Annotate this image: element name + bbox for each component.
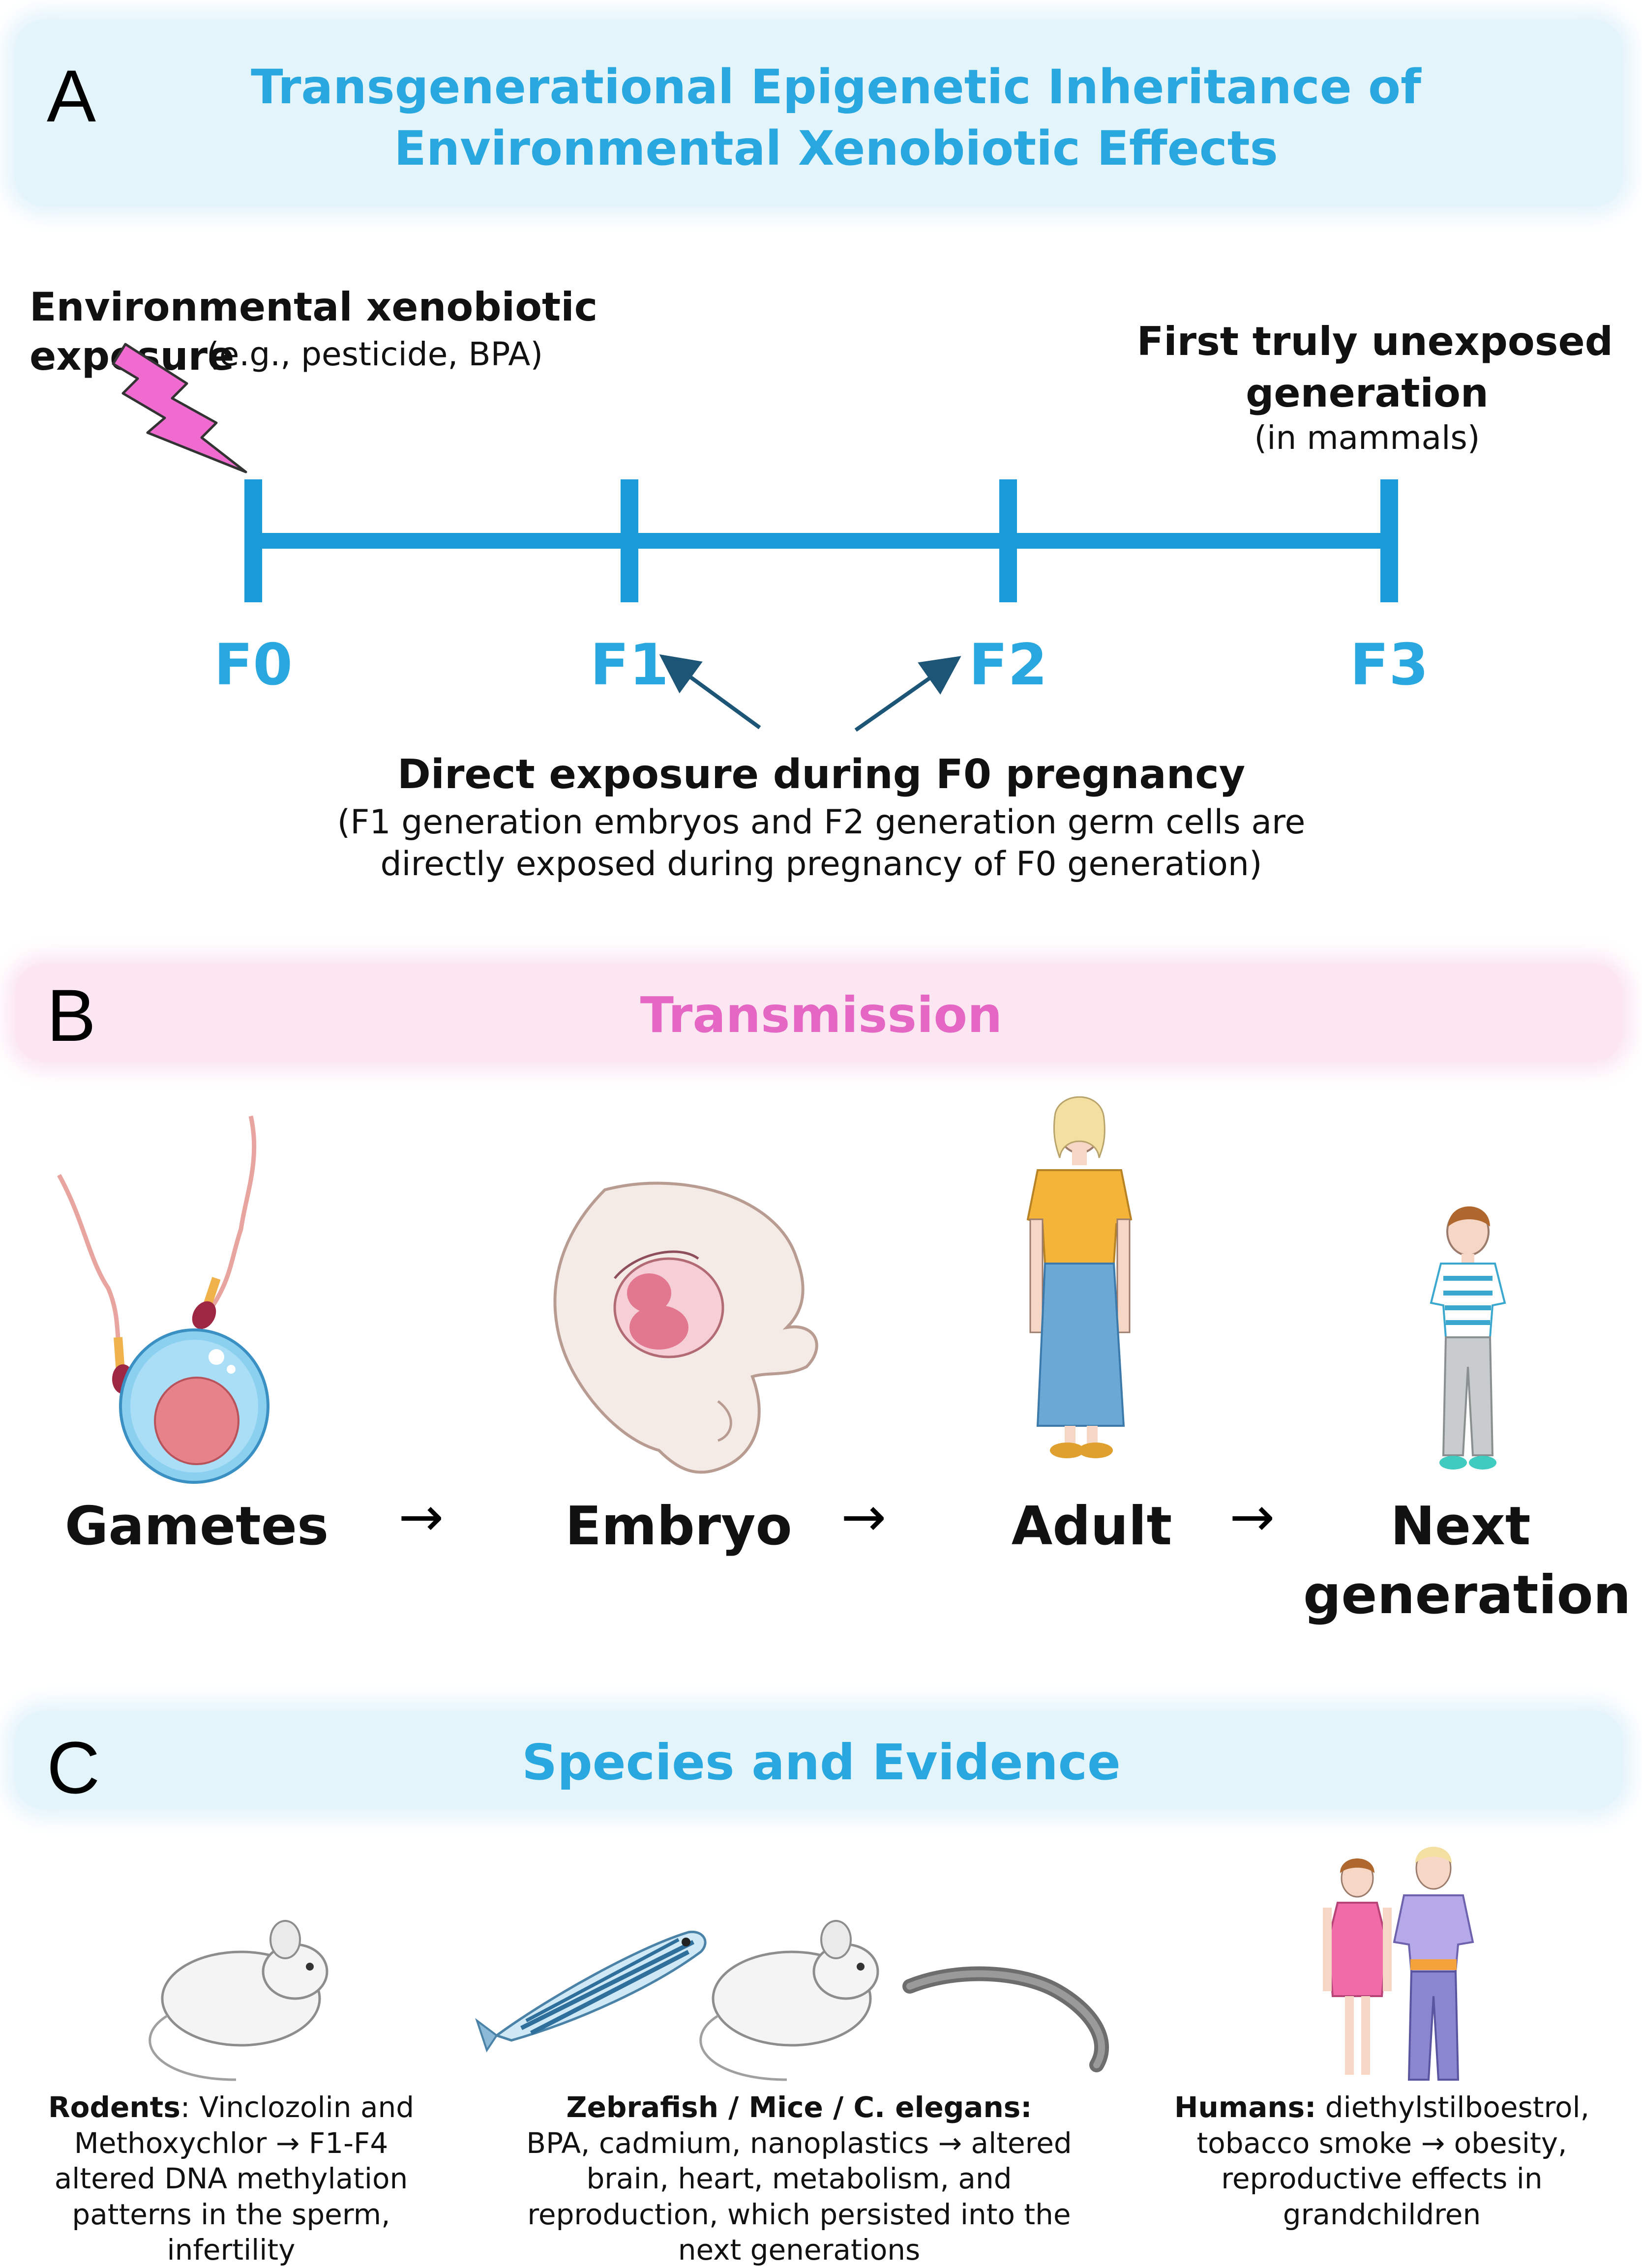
- direct-exposure-line1: (F1 generation embryos and F2 generation…: [337, 803, 1306, 842]
- panel-a-header-band: [15, 20, 1623, 206]
- gen-label-f1: F1: [590, 632, 669, 698]
- rodents-heading: Rodents: [48, 2091, 180, 2124]
- panel-b-letter: B: [47, 974, 96, 1057]
- panel-c-title: Species and Evidence: [522, 1734, 1121, 1791]
- exposure-examples: (e.g., pesticide, BPA): [207, 335, 543, 373]
- panel-b-header-band: [15, 964, 1623, 1062]
- gen-label-f3: F3: [1350, 632, 1429, 698]
- panel-b-title: Transmission: [640, 986, 1003, 1044]
- direct-exposure-line2: directly exposed during pregnancy of F0 …: [380, 845, 1262, 884]
- gen-label-f2: F2: [969, 632, 1047, 698]
- humans-line: tobacco smoke → obesity,: [1196, 2126, 1567, 2160]
- pointer-arrow-to-f2: [854, 656, 961, 732]
- humans-line: diethylstilboestrol,: [1316, 2091, 1590, 2124]
- rodents-line: Methoxychlor → F1-F4: [74, 2126, 388, 2160]
- zebrafish-line: brain, heart, metabolism, and: [586, 2162, 1012, 2195]
- stage-label-adult: Adult: [1011, 1496, 1172, 1557]
- man-icon: [1393, 1847, 1474, 2081]
- stage-arrow-1: →: [398, 1485, 444, 1548]
- adult-woman-icon: [1026, 1096, 1133, 1458]
- zebrafish-line: BPA, cadmium, nanoplastics → altered: [526, 2126, 1072, 2160]
- lightning-icon: [112, 343, 247, 473]
- rodents-line: altered DNA methylation: [54, 2162, 408, 2195]
- worm-icon: [902, 1966, 1109, 2072]
- zebrafish-mice-elegans-heading: Zebrafish / Mice / C. elegans:: [566, 2091, 1032, 2124]
- rodents-evidence: Rodents: Vinclozolin and Methoxychlor → …: [39, 2090, 423, 2268]
- zebrafish-mice-elegans-evidence: Zebrafish / Mice / C. elegans: BPA, cadm…: [516, 2090, 1082, 2268]
- panel-c-header-band: [15, 1711, 1623, 1809]
- stage-arrow-2: →: [841, 1485, 887, 1548]
- humans-heading: Humans:: [1174, 2091, 1316, 2124]
- stage-label-gametes: Gametes: [64, 1496, 329, 1557]
- panel-a-letter: A: [47, 55, 96, 137]
- rodents-line: : Vinclozolin and: [180, 2091, 415, 2124]
- unexposed-heading-line2: generation: [1246, 370, 1489, 416]
- humans-line: reproductive effects in: [1221, 2162, 1543, 2195]
- embryo-icon: [553, 1181, 818, 1474]
- zebrafish-line: reproduction, which persisted into the: [527, 2197, 1071, 2231]
- zebrafish-line: next generations: [678, 2233, 921, 2267]
- stage-label-next-generation-line1: Next: [1390, 1496, 1531, 1557]
- mouse-icon: [699, 1920, 879, 2081]
- timeline-graphic: [112, 343, 1398, 732]
- child-icon: [1430, 1206, 1506, 1470]
- mouse-icon: [149, 1920, 328, 2081]
- gametes-icon: [57, 1116, 269, 1484]
- zebrafish-icon: [475, 1930, 707, 2053]
- pointer-arrow-to-f1: [659, 654, 761, 730]
- unexposed-heading-line1: First truly unexposed: [1136, 319, 1613, 364]
- woman-icon: [1323, 1858, 1392, 2075]
- panel-a-title: Transgenerational Epigenetic Inheritance…: [251, 59, 1421, 176]
- rodents-line: patterns in the sperm,: [72, 2197, 390, 2231]
- gen-label-f0: F0: [214, 632, 293, 698]
- stage-arrow-3: →: [1229, 1485, 1275, 1548]
- humans-line: grandchildren: [1283, 2197, 1481, 2231]
- stage-label-next-generation-line2: generation: [1303, 1564, 1631, 1626]
- stage-label-embryo: Embryo: [565, 1496, 792, 1557]
- direct-exposure-heading: Direct exposure during F0 pregnancy: [397, 751, 1246, 798]
- panel-c-letter: C: [47, 1726, 100, 1809]
- unexposed-note: (in mammals): [1254, 419, 1480, 457]
- humans-evidence: Humans: diethylstilboestrol, tobacco smo…: [1156, 2090, 1608, 2232]
- rodents-line: infertility: [167, 2233, 296, 2267]
